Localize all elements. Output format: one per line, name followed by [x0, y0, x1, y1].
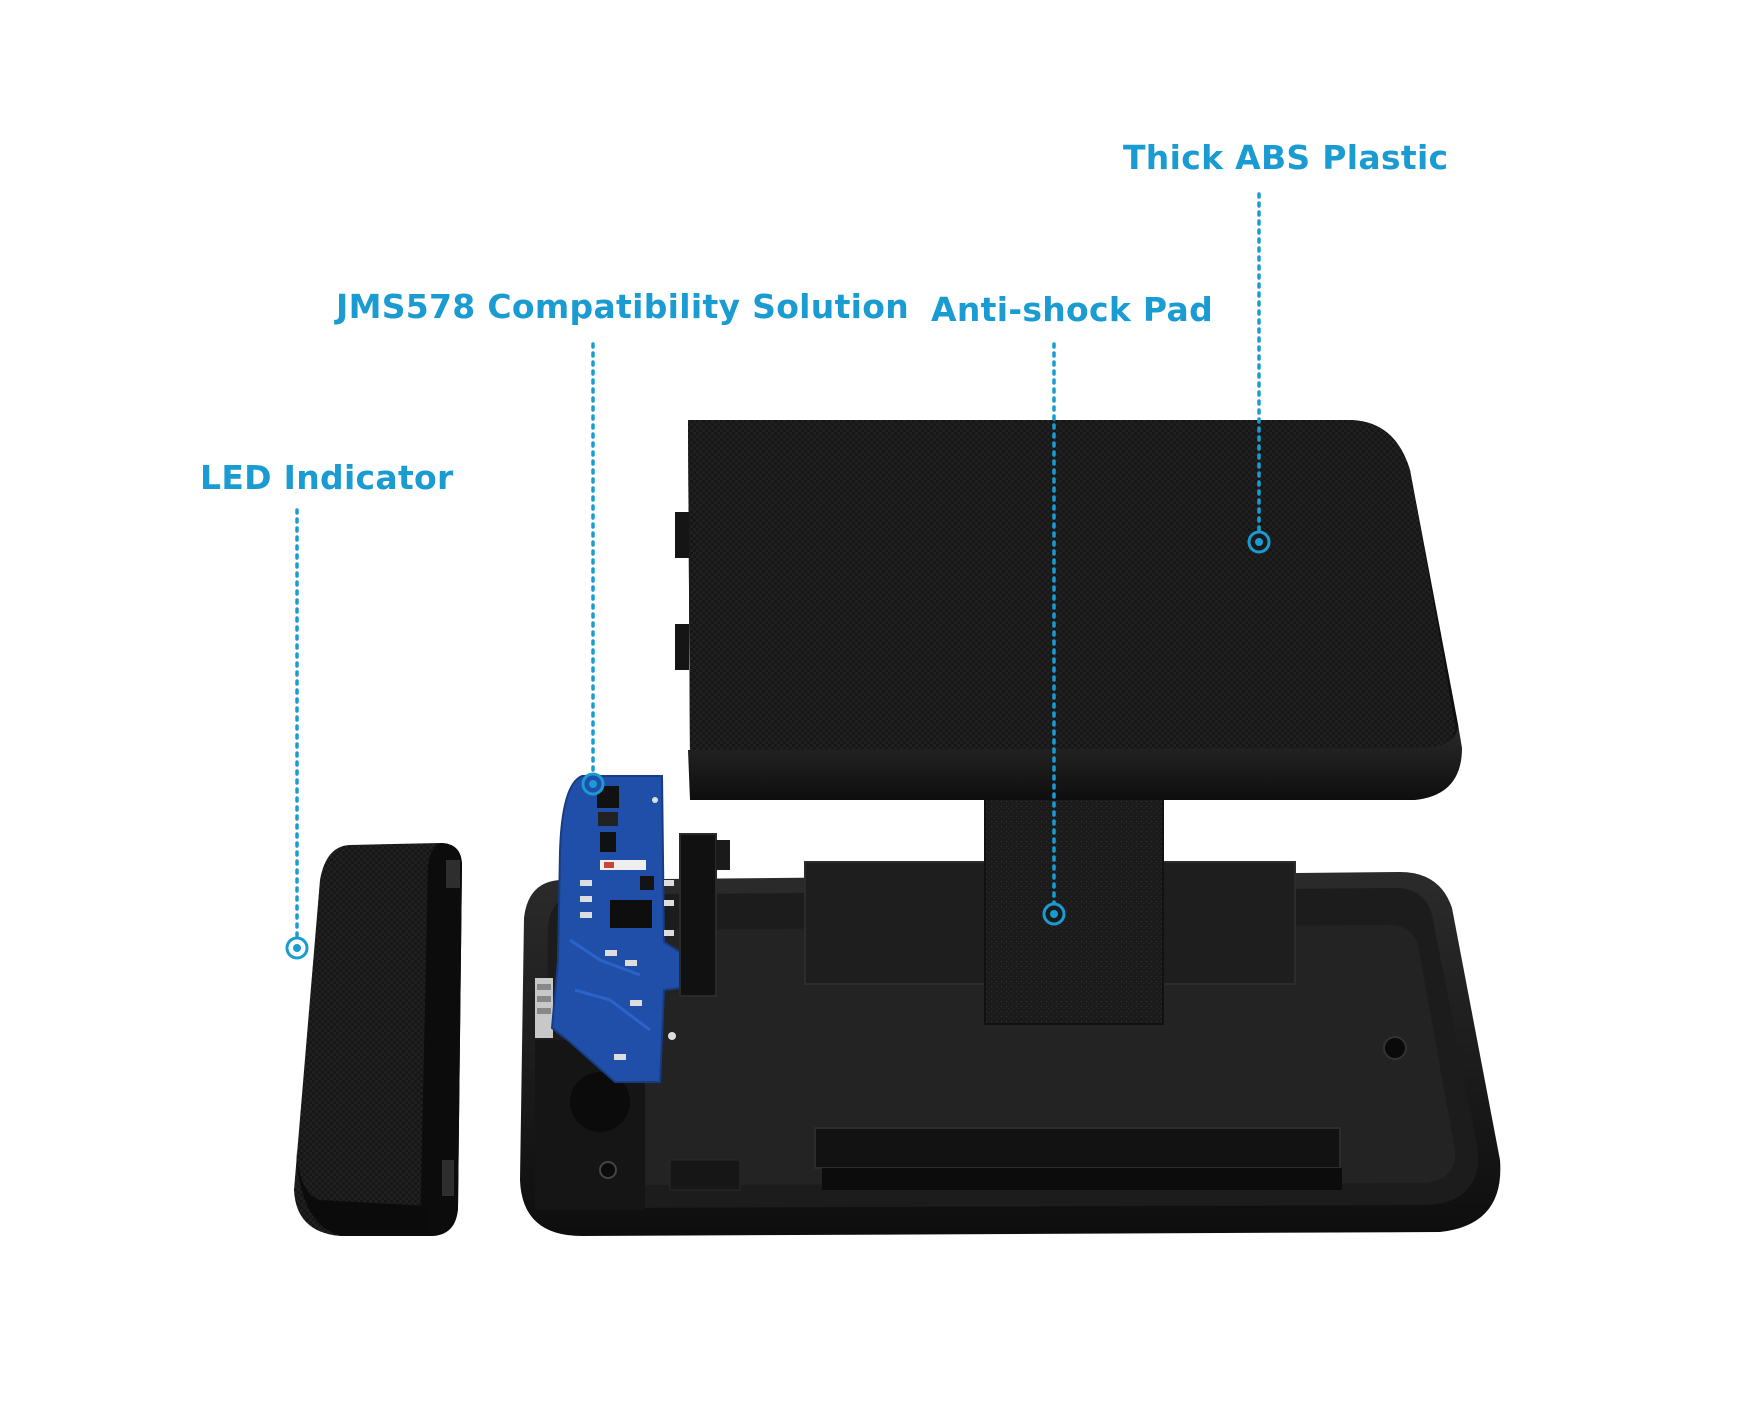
- marker-chipset-icon: [581, 772, 605, 796]
- bottom-case: [520, 861, 1501, 1236]
- marker-shell-icon: [1247, 530, 1271, 554]
- pcb-board: [550, 775, 730, 1083]
- callout-label-abs-plastic: Thick ABS Plastic: [1123, 138, 1449, 177]
- callout-label-led-indicator: LED Indicator: [200, 458, 454, 497]
- marker-led-icon: [285, 936, 309, 960]
- end-cap: [294, 843, 462, 1236]
- marker-pad-icon: [1042, 902, 1066, 926]
- anti-shock-pad: [984, 795, 1164, 1025]
- callout-label-chipset: JMS578 Compatibility Solution: [336, 287, 910, 326]
- callout-leader-lines: [295, 192, 1261, 938]
- callout-label-anti-shock-pad: Anti-shock Pad: [931, 290, 1214, 329]
- top-cover: [675, 420, 1462, 800]
- callout-markers: [285, 530, 1271, 960]
